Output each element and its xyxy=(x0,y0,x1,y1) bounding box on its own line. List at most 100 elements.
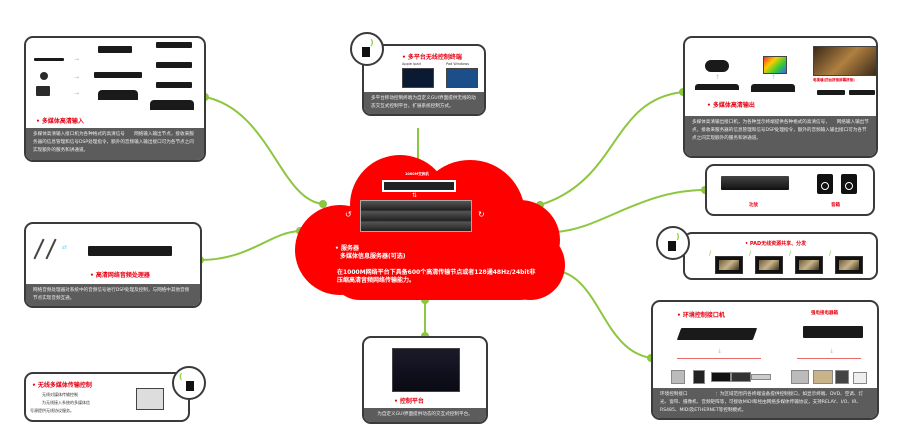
device-icon xyxy=(668,241,676,251)
arrow-up-icon: ↑ xyxy=(715,74,721,81)
panel-hd-input: → → → • 多媒体高清输入 多媒体高清输入接口机为各种格式的高清信号 网络输… xyxy=(24,36,206,162)
panel-wireless-transfer: • 无线多媒体传输控制 无线对媒体传输控制 为无线接入系统的多媒体信 号源提供无… xyxy=(24,372,190,422)
control-screen-image xyxy=(392,348,460,392)
env-desc-1: 环境控制接口 ：为区域范围内各终端设备提供控制接口，如显示终端、DVD、空调、灯 xyxy=(660,392,864,397)
node-device xyxy=(156,62,192,68)
output-node-device xyxy=(695,84,739,90)
panel-icon xyxy=(671,370,685,384)
device-icon xyxy=(186,381,194,391)
env-desc-3: RS485、MIDI及ETHERNET等控制模式。 xyxy=(660,408,747,413)
wifi-icon: ) xyxy=(370,38,374,47)
windows-pad-image xyxy=(446,68,478,88)
camera-icon xyxy=(693,370,705,384)
wifi-icon: / xyxy=(709,250,712,257)
panel-control-platform: • 控制平台 为自定义GUI界面提供动态的交互式控制平台。 xyxy=(362,336,488,424)
speaker-icon xyxy=(817,174,833,194)
speaker-label: 音箱 xyxy=(831,203,840,208)
arrow-down-icon: ↓ xyxy=(829,348,835,355)
laptop-image xyxy=(136,388,164,410)
wifi-icon: / xyxy=(829,250,832,257)
dvd-icon xyxy=(751,374,771,380)
link-hd-output xyxy=(539,91,684,206)
microphone-icon xyxy=(45,238,57,260)
encoder-device xyxy=(98,90,138,100)
device-icon xyxy=(362,47,370,57)
arrow-icon: → xyxy=(74,56,80,63)
output-node-device xyxy=(849,90,875,95)
amplifier-device xyxy=(721,176,789,190)
rotate-right-icon: ↻ xyxy=(478,210,485,219)
camera-icon xyxy=(40,72,48,80)
wireless-desc-2: 为无线接入系统的多媒体信 xyxy=(42,400,90,405)
panel-audio-amp: 功放 音箱 xyxy=(705,164,875,216)
pad-windows-label: Pad Windows xyxy=(446,62,470,66)
wifi-icon: ( xyxy=(179,372,183,381)
pad-device xyxy=(715,256,743,274)
speaker-icon xyxy=(841,174,857,194)
node-device xyxy=(156,82,192,88)
wifi-icon: ) xyxy=(676,232,680,241)
panel-env-control: • 环境控制接口机 强电接电器箱 ↓ ↓ 环境控制接口 ：为区域范围内各终端设备… xyxy=(651,300,879,420)
appliance-icon xyxy=(791,370,809,384)
pad-device xyxy=(835,256,863,274)
wireless-transfer-title: • 无线多媒体传输控制 xyxy=(32,382,92,389)
env-control-desc: 环境控制接口 ：为区域范围内各终端设备提供控制接口，如显示终端、DVD、空调、灯… xyxy=(653,388,877,418)
server-title: • 服务器 xyxy=(335,245,359,252)
env-control-device xyxy=(676,328,758,340)
hd-output-desc: 多媒体高清输出接口机，为各种显示终端提供各种格式的高清信号， 网络输入输出节点，… xyxy=(685,116,876,156)
wireless-transfer-circle: ( xyxy=(172,366,206,400)
audio-processor-desc: 网络音频处理器对系统中的音频信号进行DSP处理及控制，与网络中其他音频节点实现音… xyxy=(26,284,200,306)
panel-wireless-control: • 多平台无线控制终端 Apple Ipad Pad Windows 多平台移动… xyxy=(362,44,486,116)
hd-input-desc: 多媒体高清输入接口机为各种格式的高清信号 网络输入输出节点，接收来服务器的信息管… xyxy=(26,128,204,160)
wifi-icon: / xyxy=(789,250,792,257)
wireless-desc-1: 无线对媒体传输控制 xyxy=(42,392,78,397)
power-box-label: 强电接电器箱 xyxy=(811,311,838,316)
display-icon xyxy=(853,372,867,384)
arrow-icon: → xyxy=(74,74,80,81)
encoder-device xyxy=(94,72,142,78)
server-subtitle: 多媒体信息服务器(可选) xyxy=(340,253,406,260)
server-title-text: 服务器 xyxy=(340,245,359,252)
mixer-icon xyxy=(731,372,751,382)
device-icon xyxy=(34,58,64,61)
hd-input-title: • 多媒体高清输入 xyxy=(36,118,84,125)
node-device xyxy=(150,100,194,110)
pad-share-title: • PAD无线资源共享、分发 xyxy=(745,241,807,247)
screen-icon xyxy=(835,370,849,384)
server-desc-1: 在1000M网络平台下具备600个高清传输节点或者128通48Hz/24bit非 xyxy=(337,269,536,276)
control-platform-desc: 为自定义GUI界面提供动态的交互式控制平台。 xyxy=(364,408,486,422)
ptz-camera-icon xyxy=(36,86,50,96)
pad-device xyxy=(795,256,823,274)
server-desc-2: 压缩高清音频网络传输能力。 xyxy=(337,277,416,284)
pad-wireless-circle: ) xyxy=(656,226,690,260)
arrow-icon: → xyxy=(74,90,80,97)
audio-processor-title: • 高清网络音频处理器 xyxy=(90,272,150,279)
panel-audio-processor: ⇄ • 高清网络音频处理器 网络音频处理器对系统中的音频信号进行DSP处理及控制… xyxy=(24,222,202,308)
amp-label: 功放 xyxy=(749,203,758,208)
audio-processor-device xyxy=(88,246,172,256)
encoder-device xyxy=(98,46,132,53)
link-audio-amp xyxy=(554,189,706,233)
arrow-icon: ⇄ xyxy=(62,244,68,251)
hd-output-title: • 多媒体高清输出 xyxy=(707,102,755,109)
link-hd-input xyxy=(204,96,324,205)
env-desc-2: 光、窗帘、摄像机、音频矩阵等，可接收MIDI和经由网络多媒体传输协议，支持REL… xyxy=(660,400,862,405)
arrow-up-icon: ↑ xyxy=(771,74,777,81)
ipad-label: Apple Ipad xyxy=(402,62,421,66)
switch-device xyxy=(382,180,456,192)
control-platform-title: • 控制平台 xyxy=(394,398,424,405)
wireless-control-title: • 多平台无线控制终端 xyxy=(402,54,462,61)
panel-pad-share: • PAD无线资源共享、分发 / / / / xyxy=(683,232,878,280)
distribution-line xyxy=(677,358,761,359)
switch-label: 1000M交换机 xyxy=(405,172,429,176)
video-wall-image xyxy=(813,46,876,76)
projector-icon xyxy=(711,372,731,382)
arrow-down-icon: ↓ xyxy=(717,348,723,355)
wireless-device-circle: ) xyxy=(350,32,384,66)
wireless-control-desc: 多平台移动控制终端为自定义GUI界面提供无线的动态交互式控制平台，扩展系统控制方… xyxy=(364,92,484,114)
ipad-image xyxy=(402,68,434,88)
output-node-device xyxy=(751,84,795,92)
env-control-title: • 环境控制接口机 xyxy=(677,312,725,319)
sync-arrows-icon: ⇅ xyxy=(412,192,418,199)
panel-hd-output: ↑ ↑ 电视墙(四台拼接屏幕拼接) • 多媒体高清输出 多媒体高清输出接口机，为… xyxy=(683,36,878,158)
